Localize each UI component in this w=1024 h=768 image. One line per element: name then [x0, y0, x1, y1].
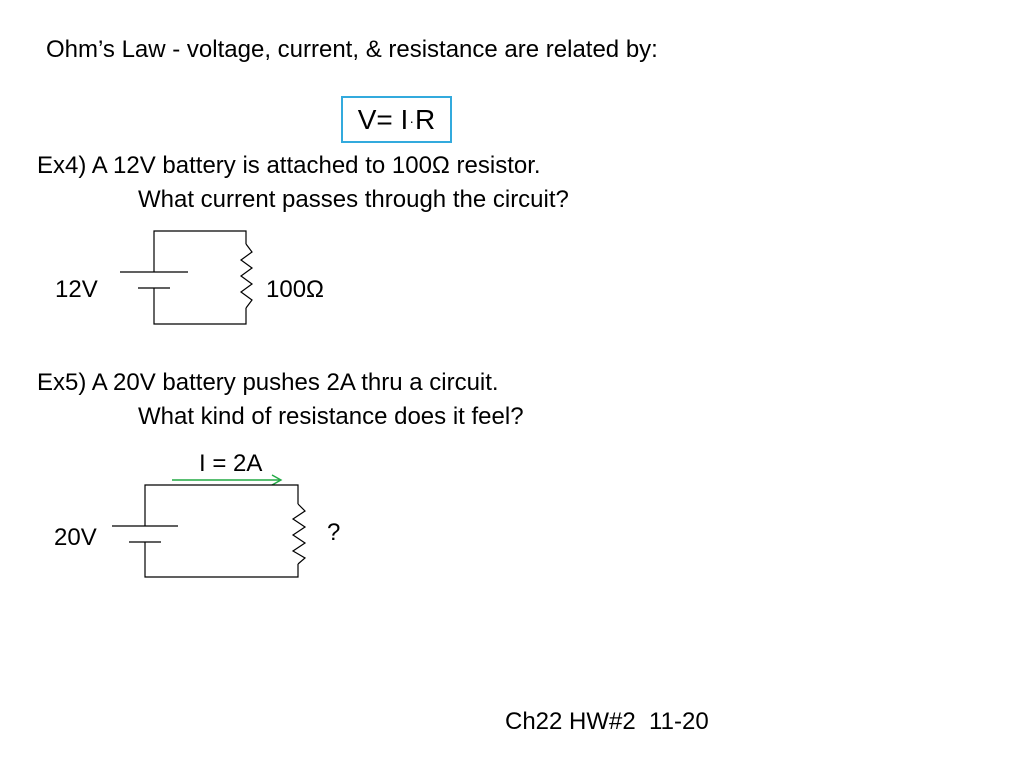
formula-multiply-dot: ·: [409, 112, 415, 129]
example5-current-label: I = 2A: [199, 450, 263, 477]
example5-question-line1: Ex5) A 20V battery pushes 2A thru a circ…: [37, 369, 499, 396]
ohms-law-formula-box: V= I·R: [341, 96, 452, 143]
formula-lhs: V= I: [357, 103, 409, 135]
intro-text: Ohm’s Law - voltage, current, & resistan…: [46, 36, 658, 63]
example4-question-line1: Ex4) A 12V battery is attached to 100Ω r…: [37, 152, 541, 179]
example4-resistor-label: 100Ω: [266, 276, 324, 303]
example5-circuit-diagram: [112, 474, 307, 578]
example4-resistor-zigzag: [239, 243, 254, 309]
example5-question-line2: What kind of resistance does it feel?: [138, 403, 524, 430]
example5-wire-bottom: [144, 542, 299, 578]
example5-resistor-label: ?: [327, 519, 341, 546]
ohms-law-formula: V= I·R: [357, 103, 436, 135]
example4-circuit-diagram: [120, 230, 254, 325]
current-arrow-icon: [172, 474, 283, 486]
example4-battery-label: 12V: [55, 276, 98, 303]
homework-assignment: Ch22 HW#2 11-20: [505, 708, 709, 735]
example4-wire: [153, 230, 247, 272]
formula-rhs: R: [415, 103, 436, 135]
example5-battery-label: 20V: [54, 524, 97, 551]
example4-wire-bottom: [153, 288, 247, 325]
example5-wire: [144, 484, 299, 526]
example5-resistor-zigzag: [291, 503, 307, 565]
example4-question-line2: What current passes through the circuit?: [138, 186, 569, 213]
